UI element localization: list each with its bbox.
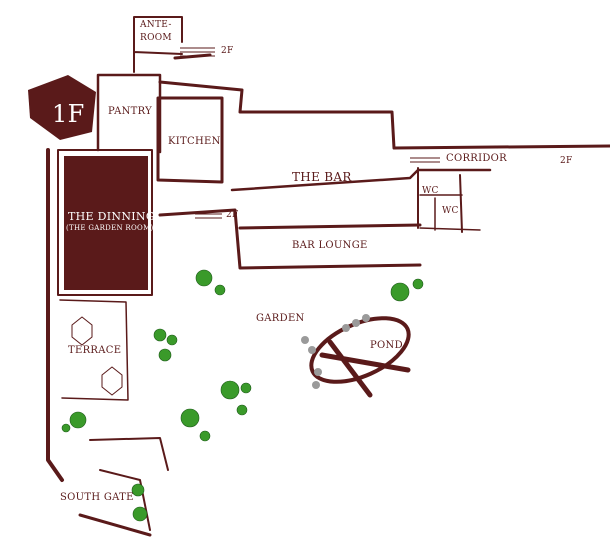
bar-lower-wall bbox=[230, 168, 492, 192]
south-gate-wall bbox=[78, 513, 152, 537]
stairs-top-2f: 2F bbox=[221, 46, 234, 56]
dining-room-label-line2: (THE GARDEN ROOM) bbox=[66, 224, 154, 232]
kitchen-label: KITCHEN bbox=[168, 136, 221, 147]
dining-frame bbox=[57, 149, 153, 296]
corridor-wall bbox=[417, 167, 463, 233]
ante-room-label-line2: ROOM bbox=[140, 33, 172, 43]
pantry-wall bbox=[96, 73, 162, 154]
terrace-table-1 bbox=[71, 316, 93, 346]
wc-right-label: WC bbox=[442, 206, 459, 216]
terrace-label: TERRACE bbox=[68, 345, 122, 356]
stairs-corridor-2f: 2F bbox=[560, 156, 573, 166]
pond-label: POND bbox=[370, 340, 403, 351]
bar-wall bbox=[158, 53, 610, 150]
terrace-table-2 bbox=[101, 366, 123, 396]
pantry-label: PANTRY bbox=[108, 106, 153, 117]
ante-room-wall bbox=[133, 16, 183, 73]
ante-room-label-line1: ANTE- bbox=[140, 20, 172, 30]
corridor-label: CORRIDOR bbox=[446, 153, 508, 164]
pond-crossbar bbox=[319, 339, 411, 398]
wc-left-label: WC bbox=[422, 186, 439, 196]
floor-badge-label: 1F bbox=[52, 100, 85, 128]
south-gate-label: SOUTH GATE bbox=[60, 492, 134, 503]
wc-wall bbox=[419, 194, 481, 231]
stairs-dining-2f: 2F bbox=[226, 210, 239, 220]
dining-room-label-line1: THE DINNING bbox=[68, 210, 155, 223]
garden-plants bbox=[61, 269, 424, 522]
bar-lounge-label: BAR LOUNGE bbox=[292, 240, 368, 251]
garden-label: GARDEN bbox=[256, 313, 305, 324]
west-wall bbox=[46, 148, 64, 482]
the-bar-label: THE BAR bbox=[292, 170, 352, 184]
south-path bbox=[89, 437, 169, 531]
kitchen-wall bbox=[156, 96, 224, 184]
floor-badge-shape bbox=[28, 75, 96, 140]
bar-lounge-wall bbox=[158, 208, 422, 270]
terrace-wall bbox=[59, 299, 129, 401]
pond-stones bbox=[301, 314, 370, 389]
dining-room-fill bbox=[64, 156, 148, 290]
stair-marks bbox=[180, 47, 440, 219]
